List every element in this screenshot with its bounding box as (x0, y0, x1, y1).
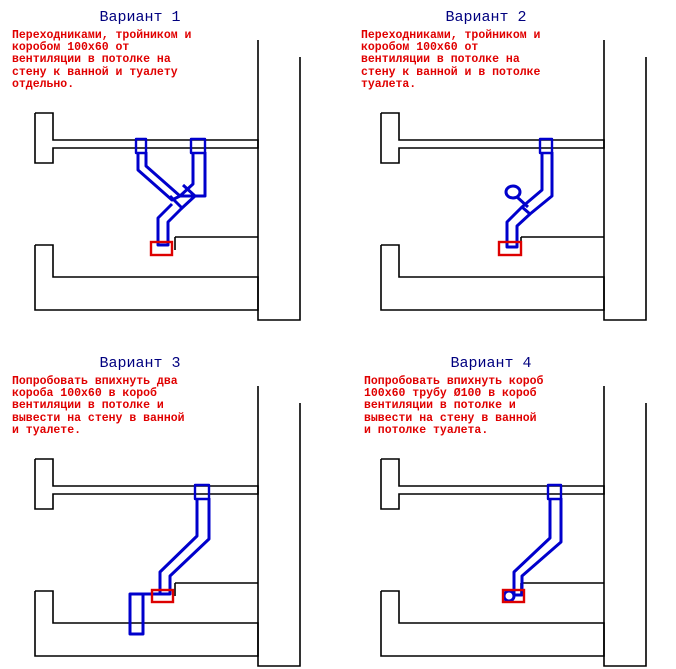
outlet-marker (497, 240, 523, 257)
duct-tee (168, 183, 197, 210)
duct-down (156, 202, 184, 247)
duct-diagonal (512, 498, 563, 597)
variant-1-title: Вариант 1 (99, 9, 181, 26)
duct-inlet (546, 483, 563, 501)
variant-2-drawing (380, 40, 647, 321)
variant-2-title: Вариант 2 (445, 9, 527, 26)
floor-slab (380, 590, 605, 657)
duct-inlet-right (189, 137, 207, 155)
duct-diagonal (520, 152, 554, 216)
variant-1-drawing (34, 40, 301, 321)
duct-branch-left (136, 152, 182, 202)
duct-return (128, 592, 160, 636)
variant-2-panel: Вариант 2 Переходниками, тройником и кор… (346, 0, 676, 330)
variant-1-panel: Вариант 1 Переходниками, тройником и кор… (0, 0, 330, 330)
pipe-outlet (502, 589, 516, 603)
right-wall (257, 386, 301, 667)
ceiling-slab (380, 458, 605, 510)
pipe-connector (515, 195, 530, 209)
duct-branch-right (178, 152, 207, 198)
outlet-marker (150, 588, 175, 604)
variant-4-drawing (380, 386, 647, 667)
ceiling-slab (380, 112, 605, 164)
pipe-branch (504, 184, 522, 200)
duct-down (505, 205, 532, 249)
variant-4-panel: Вариант 4 Попробовать впихнуть короб 100… (346, 346, 676, 669)
variant-3-panel: Вариант 3 Попробовать впихнуть два короб… (0, 346, 330, 669)
right-wall (603, 40, 647, 321)
outlet-marker (149, 240, 174, 257)
right-wall (257, 40, 301, 321)
floor-slab (34, 244, 259, 311)
variant-4-description: Попробовать впихнуть короб 100x60 трубу … (364, 375, 544, 437)
right-wall (603, 386, 647, 667)
duct-inlet (193, 483, 211, 501)
variant-4-title: Вариант 4 (450, 355, 532, 372)
variant-1-description: Переходниками, тройником и коробом 100x6… (12, 29, 192, 91)
variant-3-description: Попробовать впихнуть два короба 100x60 в… (12, 375, 185, 437)
variant-3-title: Вариант 3 (99, 355, 181, 372)
floor-slab (380, 244, 605, 311)
floor-slab (34, 590, 259, 657)
variant-2-description: Переходниками, тройником и коробом 100x6… (361, 29, 541, 91)
ceiling-slab (34, 458, 259, 510)
ceiling-slab (34, 112, 259, 164)
duct-inlet-left (134, 137, 148, 155)
outlet-marker (501, 588, 526, 604)
duct-inlet (538, 137, 554, 155)
duct-diagonal (158, 498, 211, 596)
variant-3-drawing (34, 386, 301, 667)
